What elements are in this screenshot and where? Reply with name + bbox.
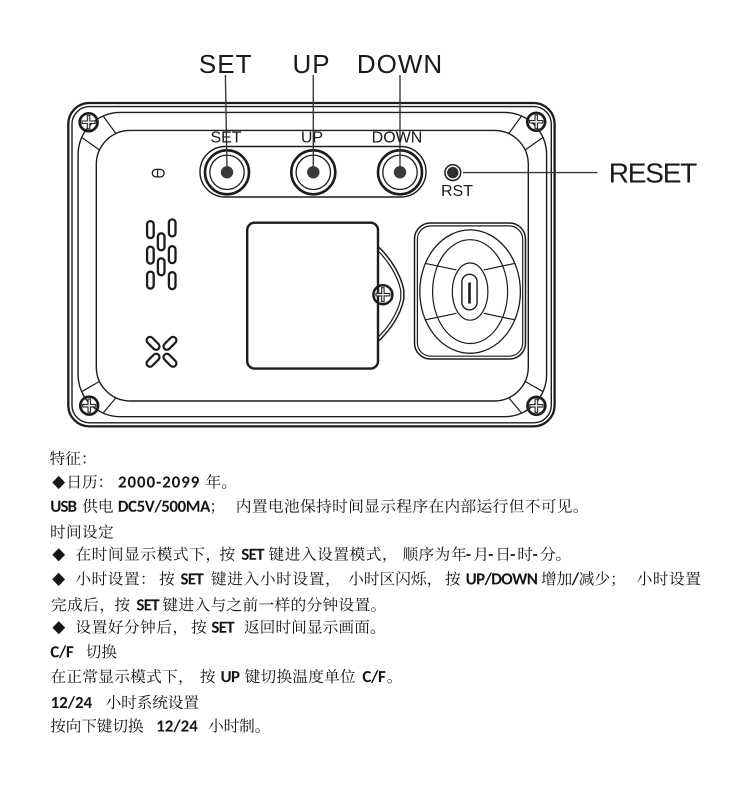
svg-text:DOWN: DOWN [357, 49, 443, 79]
svg-text:RST: RST [441, 183, 473, 200]
svg-text:UP: UP [292, 49, 330, 79]
svg-text:SET: SET [210, 129, 241, 146]
svg-text:SET: SET [199, 49, 253, 79]
svg-text:DOWN: DOWN [372, 129, 423, 146]
svg-text:UP: UP [301, 129, 323, 146]
svg-text:RESET: RESET [609, 158, 697, 189]
